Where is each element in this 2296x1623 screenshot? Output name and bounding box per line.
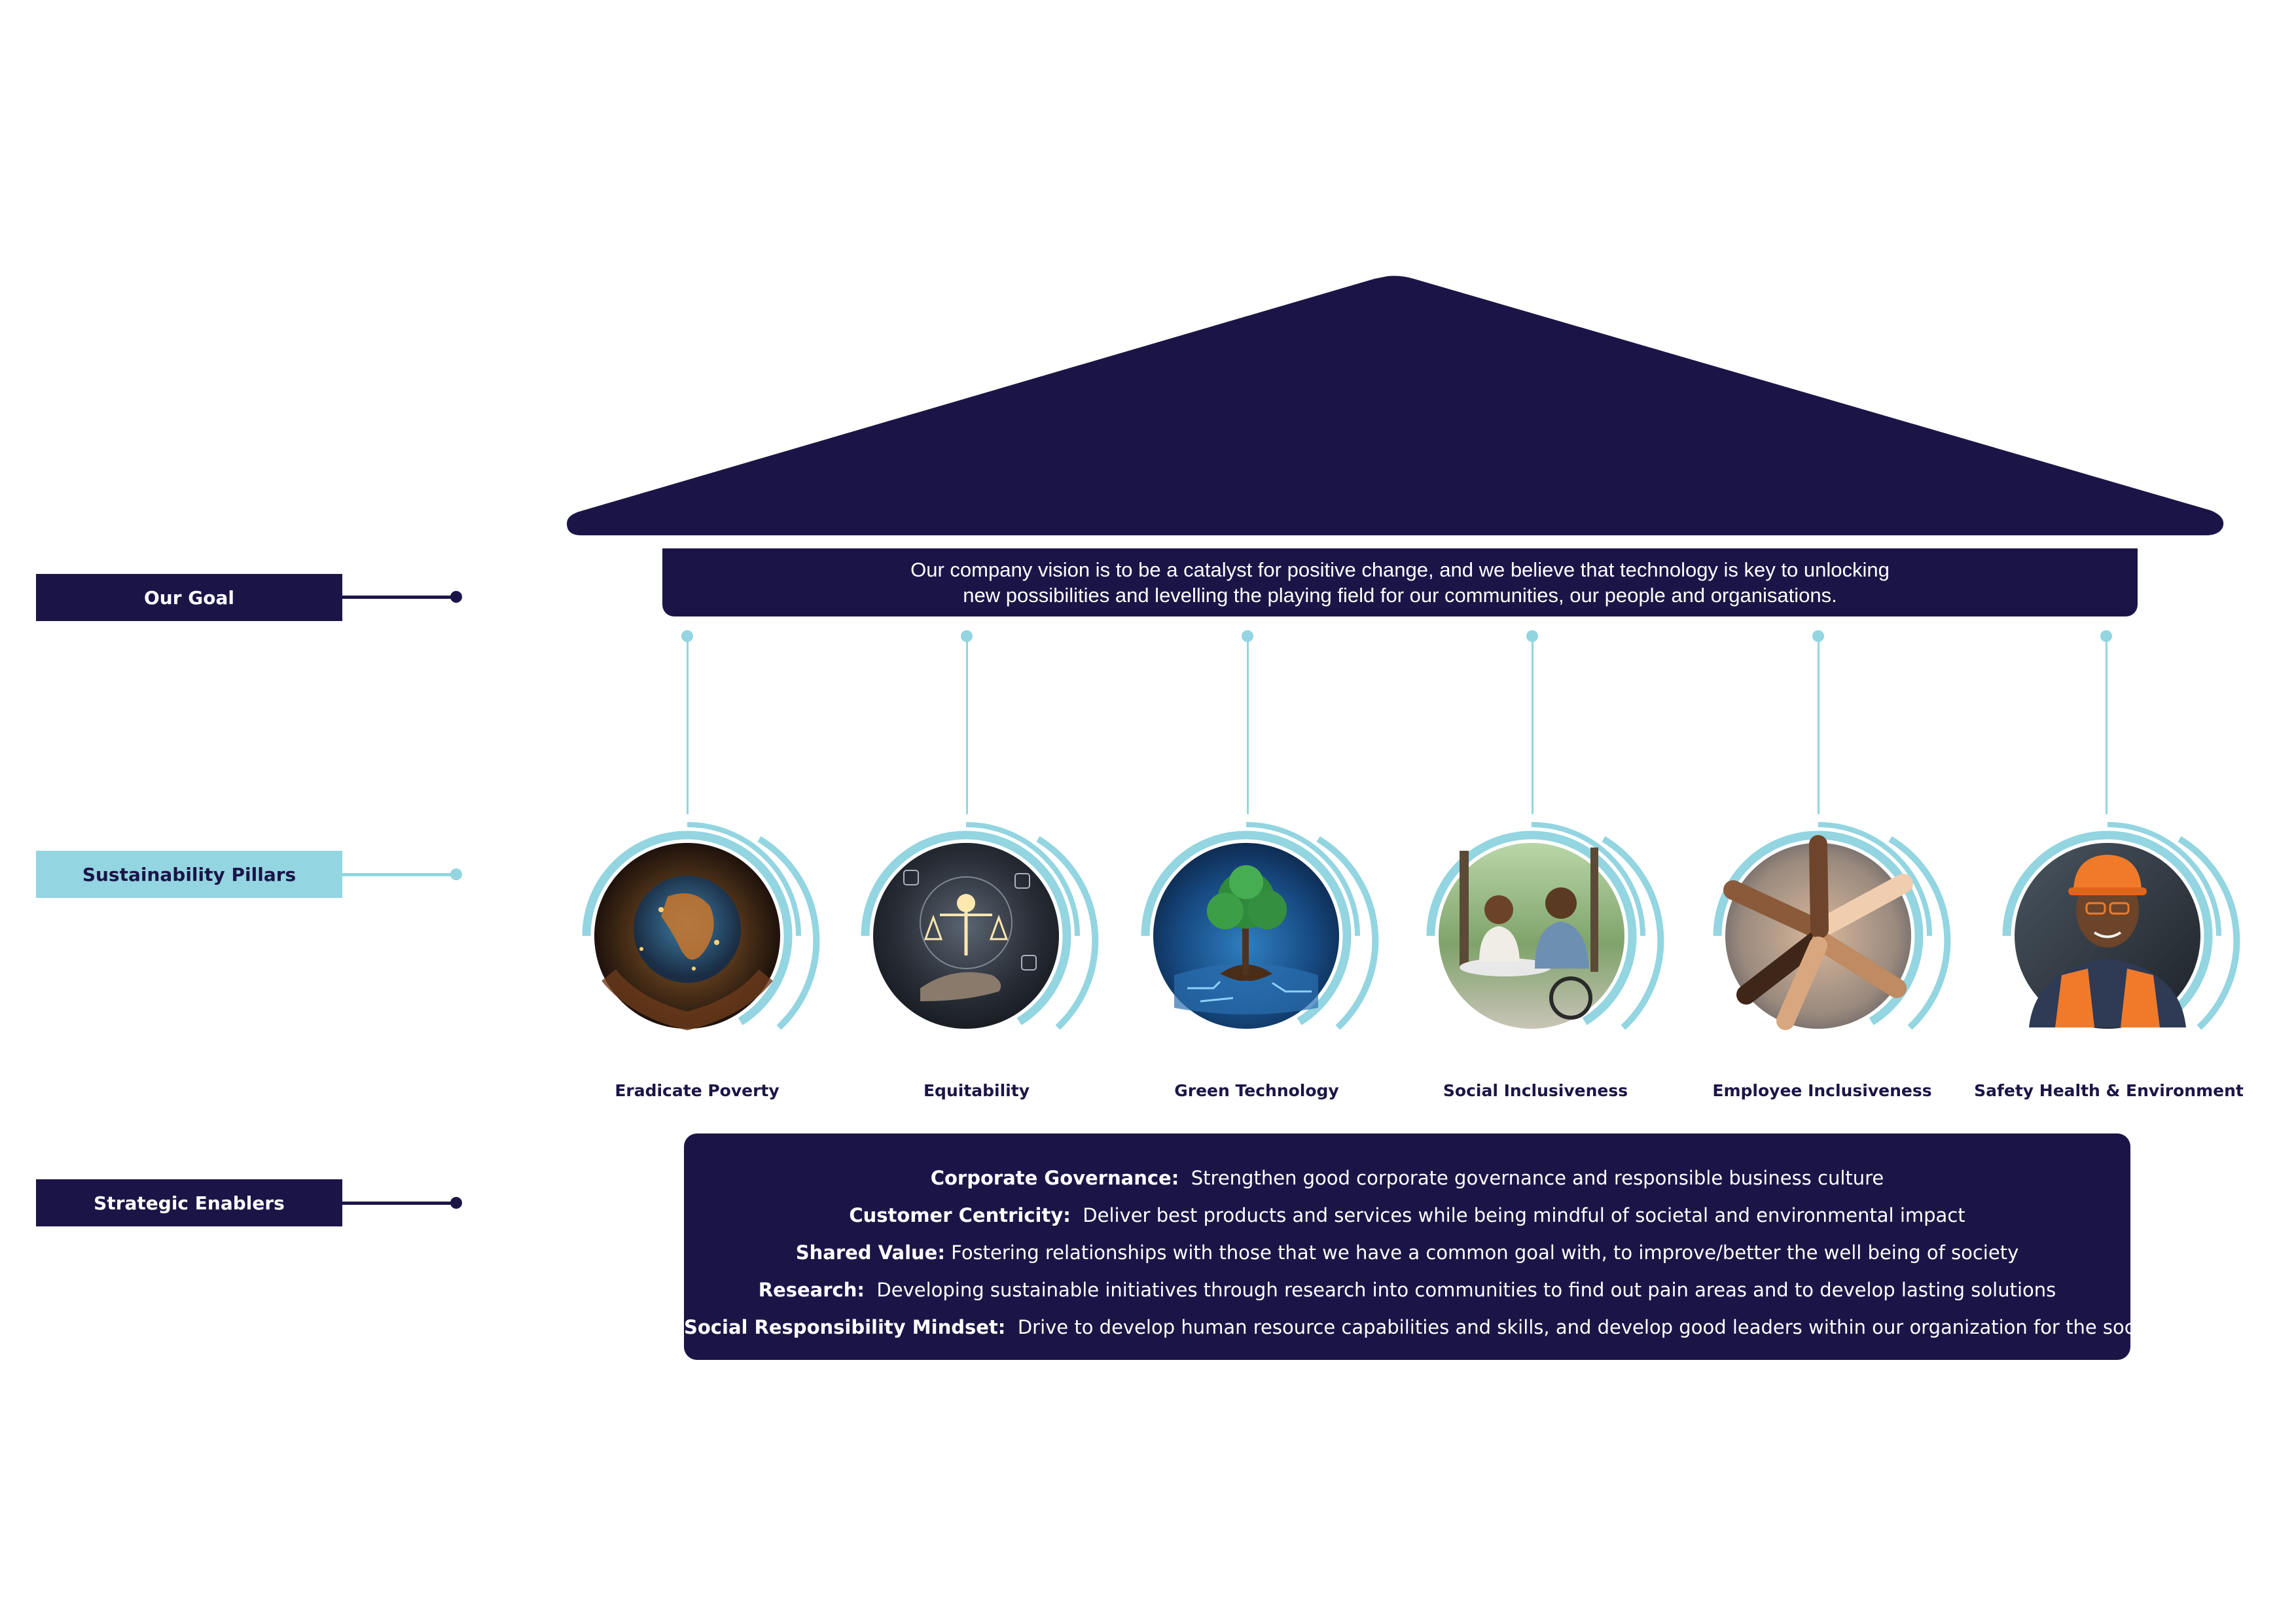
our-goal-connector <box>342 596 456 599</box>
enabler-text: Deliver best products and services while… <box>1083 1204 1965 1226</box>
pillar-eradicate-poverty-graphic <box>582 822 820 1041</box>
pillar-connector-dot <box>1526 630 1538 642</box>
enabler-text: Strengthen good corporate governance and… <box>1191 1167 1884 1189</box>
people-talking-icon <box>1439 843 1624 1029</box>
pillar-connector-line <box>1818 639 1820 814</box>
strategic-enablers-label: Strategic Enablers <box>36 1179 342 1226</box>
enabler-row: Social Responsibility Mindset: Drive to … <box>684 1309 2170 1346</box>
strategic-enablers-connector <box>342 1202 456 1205</box>
sustainability-pillars-dot <box>450 868 462 880</box>
pillar-social-inclusiveness-graphic <box>1426 822 1664 1041</box>
enabler-row: Research: Developing sustainable initiat… <box>684 1272 2130 1309</box>
pillar-connector-line <box>966 639 968 814</box>
pillar-connector-dot <box>681 630 693 642</box>
enabler-title: Shared Value: <box>795 1241 945 1264</box>
enabler-row: Corporate Governance: Strengthen good co… <box>684 1160 2130 1197</box>
enabler-text: Fostering relationships with those that … <box>951 1241 2019 1264</box>
enabler-title: Customer Centricity: <box>849 1204 1071 1226</box>
enabler-title: Research: <box>758 1279 865 1301</box>
pillar-employee-inclusiveness-graphic <box>1713 822 1951 1041</box>
pillar-connector-line <box>1532 639 1534 814</box>
strategic-enablers-dot <box>450 1197 462 1209</box>
sustainability-pillars-connector <box>342 873 456 876</box>
pillar-label-employee-inclusiveness: Employee Inclusiveness <box>1712 1081 1932 1100</box>
strategic-enablers-box: Corporate Governance: Strengthen good co… <box>684 1133 2170 1360</box>
pillar-connector-dot <box>1812 630 1824 642</box>
pillar-connector-dot <box>2100 630 2112 642</box>
pillar-label-safety-health-environment: Safety Health & Environment <box>1974 1081 2244 1100</box>
pillar-connector-line <box>687 639 689 814</box>
enabler-row: Customer Centricity: Deliver best produc… <box>684 1197 2130 1234</box>
enabler-title: Social Responsibility Mindset: <box>684 1316 1006 1338</box>
enabler-title: Corporate Governance: <box>930 1167 1179 1189</box>
pillar-label-green-technology: Green Technology <box>1174 1081 1339 1100</box>
our-goal-dot <box>450 591 462 603</box>
pillar-green-technology-graphic <box>1141 822 1379 1041</box>
pillar-connector-line <box>2106 639 2108 814</box>
pillar-label-social-inclusiveness: Social Inclusiveness <box>1443 1081 1628 1100</box>
enabler-text: Drive to develop human resource capabili… <box>1017 1316 2171 1338</box>
pillar-label-equitability: Equitability <box>923 1081 1030 1100</box>
vision-line-2: new possibilities and levelling the play… <box>963 584 1837 607</box>
pillar-label-eradicate-poverty: Eradicate Poverty <box>615 1081 780 1100</box>
our-goal-label: Our Goal <box>36 574 342 621</box>
pillar-safety-health-environment-graphic <box>2002 822 2240 1041</box>
vision-statement: Our company vision is to be a catalyst f… <box>662 548 2138 616</box>
pillar-connector-line <box>1247 639 1249 814</box>
sustainability-pillars-label: Sustainability Pillars <box>36 851 342 898</box>
pillar-connector-dot <box>961 630 973 642</box>
enabler-row: Shared Value: Fostering relationships wi… <box>684 1234 2130 1272</box>
pillar-equitability-graphic <box>861 822 1099 1041</box>
vision-line-1: Our company vision is to be a catalyst f… <box>910 558 1890 581</box>
enabler-text: Developing sustainable initiatives throu… <box>876 1279 2056 1301</box>
pillar-connector-dot <box>1242 630 1253 642</box>
